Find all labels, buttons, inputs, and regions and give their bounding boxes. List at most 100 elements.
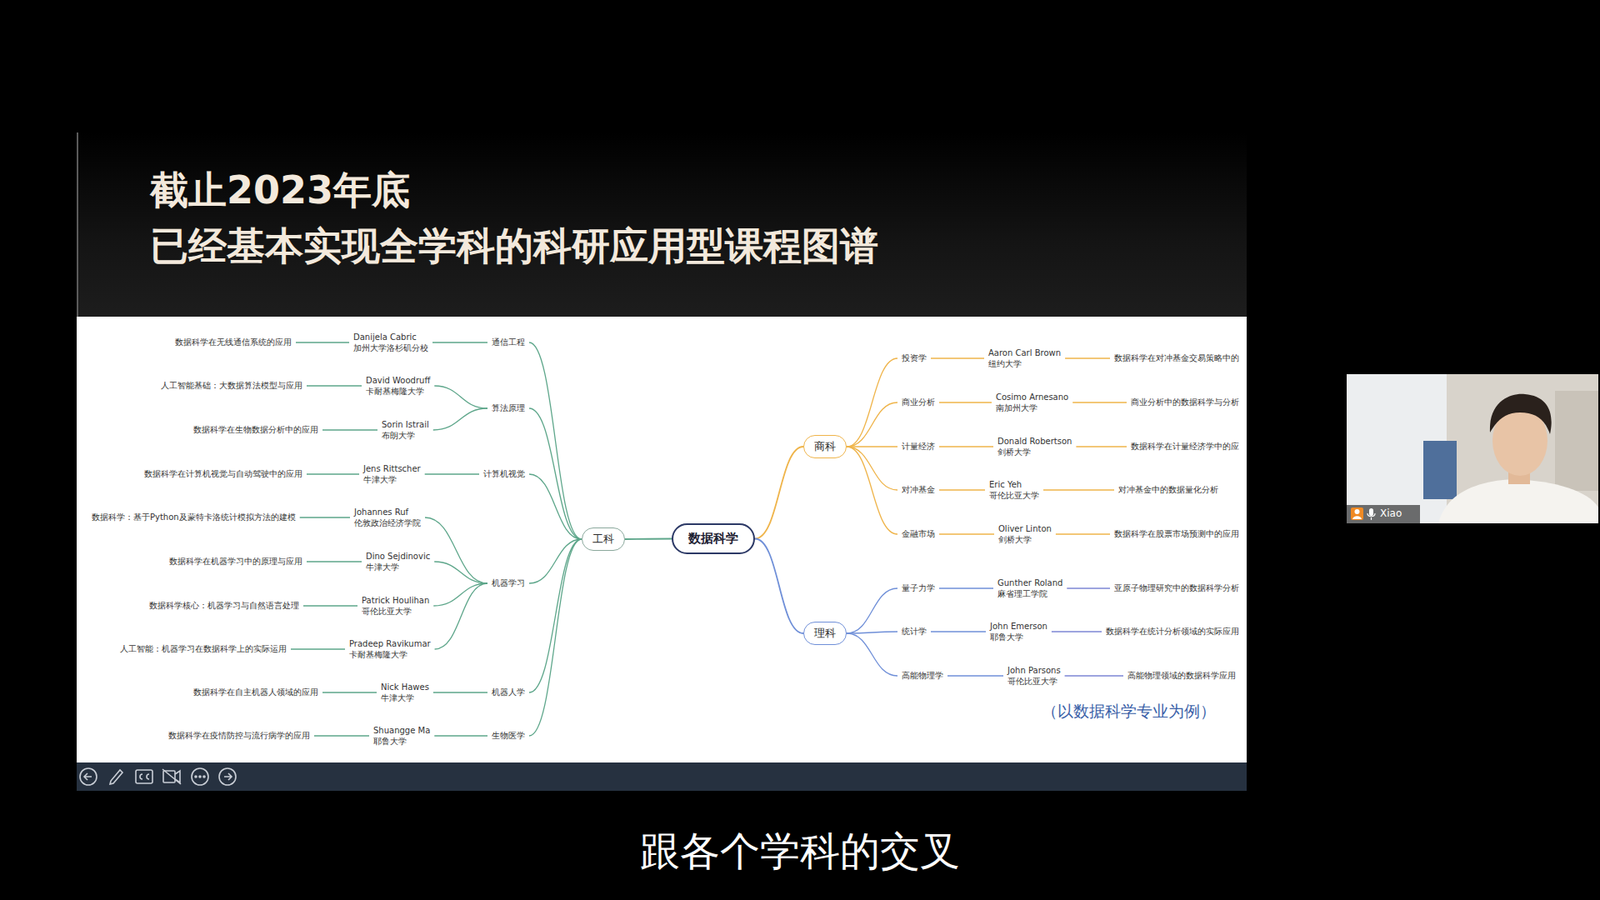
branch-connector xyxy=(425,473,480,475)
root-topic: 数据科学 xyxy=(671,523,755,555)
topic-text: Oliver Linton xyxy=(998,523,1052,535)
branch-connector xyxy=(433,691,488,693)
professor-topic: Danijela Cabric加州大学洛杉矶分校 xyxy=(349,330,433,355)
topic-text: 对冲基金中的数据量化分析 xyxy=(1118,484,1219,496)
professor-topic: Jens Rittscher牛津大学 xyxy=(359,461,425,487)
branch-connector xyxy=(322,429,378,430)
topic-text: Cosimo Arnesano xyxy=(995,391,1069,403)
topic-text: 工科 xyxy=(592,531,615,547)
course-topic: 数据科学核心：机器学习与自然语言处理 xyxy=(145,598,304,614)
slide-toolbar xyxy=(76,762,1247,791)
category-topic: 计算机视觉 xyxy=(479,466,530,482)
slide-title: 截止2023年底 已经基本实现全学科的科研应用型课程图谱 xyxy=(150,162,967,275)
topic-text: 数据科学 xyxy=(688,530,739,547)
professor-topic: John Parsons哥伦比亚大学 xyxy=(1003,663,1065,689)
course-topic: 人工智能：机器学习在数据科学上的实际运用 xyxy=(115,641,291,657)
topic-text: Patrick Houlihan xyxy=(361,595,430,606)
topic-text: Jens Rittscher xyxy=(363,463,421,475)
branch-connector xyxy=(529,539,582,693)
topic-text: 数据科学在计算机视觉与自动驾驶中的应用 xyxy=(144,468,303,480)
topic-text: 计算机视觉 xyxy=(483,468,525,480)
topic-text: 通信工程 xyxy=(491,336,525,349)
topic-subtext: 卡耐基梅隆大学 xyxy=(365,385,430,397)
category-topic: 对冲基金 xyxy=(897,482,940,498)
branch-connector xyxy=(1043,489,1115,490)
branch-connector xyxy=(939,445,994,447)
branch-connector xyxy=(529,408,582,540)
category-topic: 高能物理学 xyxy=(897,668,948,684)
professor-topic: Aaron Carl Brown纽约大学 xyxy=(984,345,1065,371)
topic-text: 数据科学核心：机器学习与自然语言处理 xyxy=(149,600,300,612)
category-topic: 通信工程 xyxy=(487,335,530,350)
category-topic: 金融市场 xyxy=(897,526,940,542)
course-topic: 商业分析中的数据科学与分析 xyxy=(1126,395,1244,410)
branch-connector xyxy=(433,583,488,606)
topic-text: 数据科学：基于Python及蒙特卡洛统计模拟方法的建模 xyxy=(91,511,296,524)
professor-topic: Shuangge Ma耶鲁大学 xyxy=(369,723,435,749)
topic-text: 商业分析中的数据科学与分析 xyxy=(1130,396,1240,409)
topic-text: 人工智能基础：大数据算法模型与应用 xyxy=(160,380,303,392)
professor-topic: Patrick Houlihan哥伦比亚大学 xyxy=(357,593,434,619)
topic-text: Aaron Carl Brown xyxy=(988,347,1061,359)
topic-text: Donald Robertson xyxy=(997,435,1072,447)
topic-text: John Emerson xyxy=(990,620,1048,632)
topic-text: 数据科学在无线通信系统的应用 xyxy=(175,336,292,349)
speaker-picture xyxy=(1346,374,1599,524)
topic-text: Sorin Istrail xyxy=(381,419,430,430)
category-topic: 机器学习 xyxy=(487,575,530,591)
branch-connector xyxy=(314,735,370,736)
branch-connector xyxy=(930,357,985,359)
course-topic: 高能物理领域的数据科学应用 xyxy=(1123,668,1240,684)
branch-connector xyxy=(846,588,898,634)
topic-subtext: 哥伦比亚大学 xyxy=(361,605,430,617)
professor-topic: Pradeep Ravikumar卡耐基梅隆大学 xyxy=(345,636,435,662)
topic-subtext: 牛津大学 xyxy=(380,692,430,704)
branch-connector xyxy=(432,341,488,343)
branch-connector xyxy=(529,539,582,736)
branch-connector xyxy=(529,342,582,540)
category-topic: 商业分析 xyxy=(897,395,940,410)
professor-topic: David Woodruff卡耐基梅隆大学 xyxy=(361,373,435,399)
topic-text: 金融市场 xyxy=(901,528,935,540)
video-subtitle: 跟各个学科的交叉 xyxy=(0,825,1600,879)
course-topic: 亚原子物理研究中的数据科学分析 xyxy=(1110,580,1244,596)
branch-connector xyxy=(434,561,488,584)
topic-text: 数据科学在生物数据分析中的应用 xyxy=(193,424,319,436)
category-topic: 算法原理 xyxy=(487,400,530,416)
topic-text: 数据科学在自主机器人领域的应用 xyxy=(193,686,319,699)
branch-connector xyxy=(846,445,898,447)
topic-text: 机器人学 xyxy=(491,686,525,699)
branch-connector xyxy=(290,648,345,650)
branch-connector xyxy=(295,341,350,343)
topic-text: 商科 xyxy=(814,439,836,455)
course-topic: 数据科学在股票市场预测中的应用 xyxy=(1110,526,1244,542)
topic-text: 机器学习 xyxy=(491,577,525,590)
topic-text: 统计学 xyxy=(901,625,927,638)
topic-subtext: 麻省理工学院 xyxy=(997,588,1063,600)
topic-subtext: 布朗大学 xyxy=(381,430,430,441)
topic-subtext: 剑桥大学 xyxy=(997,446,1072,458)
course-topic: 数据科学：基于Python及蒙特卡洛统计模拟方法的建模 xyxy=(87,510,300,525)
branch-connector xyxy=(625,538,672,540)
branch-connector xyxy=(1051,630,1102,632)
course-topic: 数据科学在疫情防控与流行病学的应用 xyxy=(164,728,315,744)
branch-connector xyxy=(846,402,898,447)
topic-subtext: 哥伦比亚大学 xyxy=(1007,675,1061,687)
branch-connector xyxy=(434,385,488,409)
course-topic: 数据科学在生物数据分析中的应用 xyxy=(189,422,323,438)
topic-text: 亚原子物理研究中的数据科学分析 xyxy=(1114,582,1240,595)
topic-text: 数据科学在股票市场预测中的应用 xyxy=(1114,528,1240,540)
course-topic: 数据科学在对冲基金交易策略中的 xyxy=(1110,350,1244,366)
branch-connector xyxy=(846,358,898,447)
topic-text: 人工智能：机器学习在数据科学上的实际运用 xyxy=(120,643,287,655)
toolbar-icons xyxy=(76,762,1247,791)
branch-connector xyxy=(425,517,488,584)
branch-connector xyxy=(755,539,804,635)
topic-text: 高能物理领域的数据科学应用 xyxy=(1127,670,1236,682)
speaker-name: Xiao xyxy=(1380,507,1402,520)
branch-topic: 商科 xyxy=(803,435,847,459)
topic-text: 计量经济 xyxy=(901,440,935,453)
branch-connector xyxy=(322,691,377,693)
topic-subtext: 南加州大学 xyxy=(995,402,1069,414)
branch-topic: 工科 xyxy=(581,527,625,551)
